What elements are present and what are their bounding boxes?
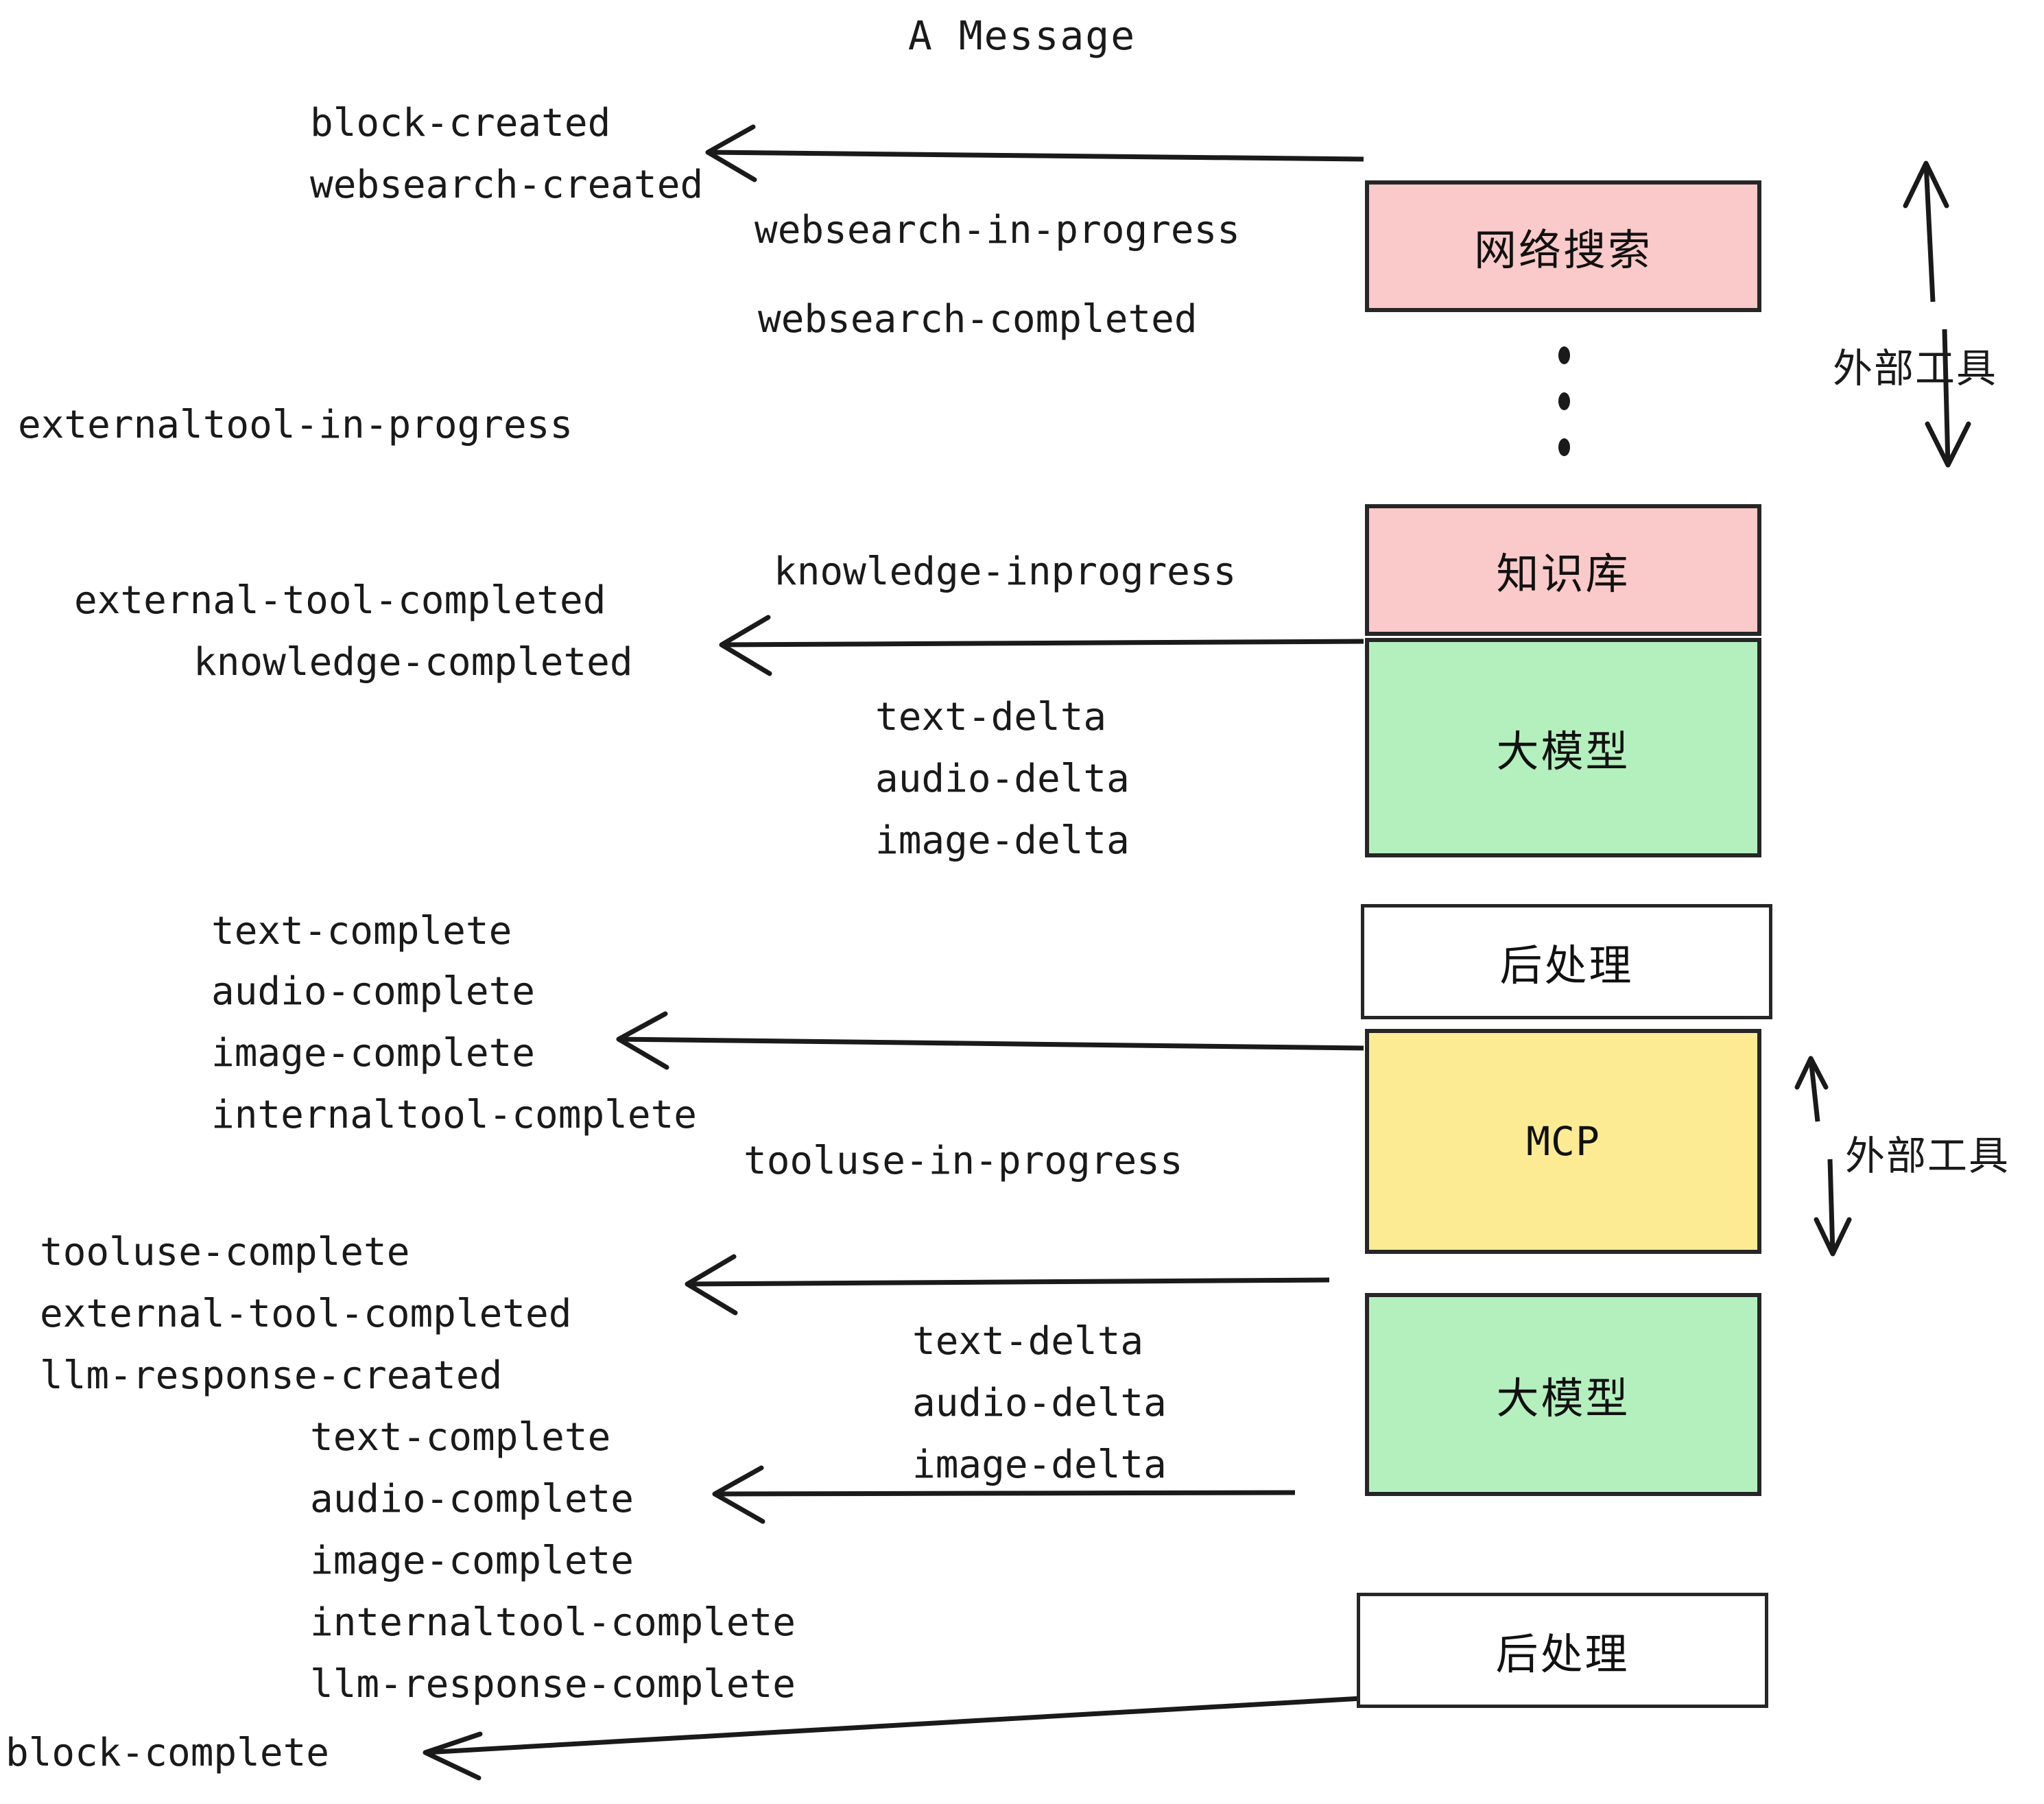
arrow-websearch-to-created: [705, 124, 1364, 182]
event-websearch-in-progress: websearch-in-progress: [754, 208, 1241, 252]
event-websearch-created: websearch-created: [310, 163, 704, 207]
node-knowledge[interactable]: 知识库: [1365, 504, 1761, 636]
page-title: A Message: [907, 12, 1137, 59]
event-llm-response-complete: llm-response-complete: [310, 1662, 796, 1707]
node-llm-2[interactable]: 大模型: [1365, 1293, 1761, 1496]
event-external-tool-completed-1: external-tool-completed: [74, 578, 606, 623]
external-tools-bottom-text: 外部工具: [1845, 1132, 2010, 1179]
node-llm-1-label: 大模型: [1496, 726, 1630, 776]
side-label-external-tools-top: 外部工具: [1833, 336, 1997, 394]
ellipsis-icon: [1556, 346, 1572, 456]
event-audio-delta-1: audio-delta: [875, 757, 1130, 801]
node-llm-2-label: 大模型: [1496, 1373, 1630, 1423]
event-tooluse-complete: tooluse-complete: [40, 1230, 410, 1274]
arrow-mcp-to-tooluse-complete: [685, 1254, 1330, 1316]
arrow-postprocess-to-image-complete: [616, 1011, 1364, 1070]
node-postprocess-1-label: 后处理: [1499, 940, 1634, 990]
node-llm-1[interactable]: 大模型: [1365, 638, 1761, 857]
event-internaltool-complete-2: internaltool-complete: [310, 1600, 796, 1645]
event-text-delta-1: text-delta: [875, 695, 1107, 739]
event-audio-complete-2: audio-complete: [310, 1477, 634, 1521]
node-mcp[interactable]: MCP: [1365, 1029, 1761, 1254]
event-external-tool-completed-2: external-tool-completed: [40, 1292, 572, 1336]
node-mcp-label: MCP: [1526, 1118, 1600, 1165]
event-image-delta-2: image-delta: [912, 1443, 1167, 1487]
node-knowledge-label: 知识库: [1496, 549, 1630, 599]
node-websearch[interactable]: 网络搜索: [1365, 180, 1761, 312]
side-label-external-tools-bottom: 外部工具: [1845, 1124, 2010, 1181]
event-llm-response-created: llm-response-created: [40, 1353, 503, 1398]
arrow-postprocess2-to-block-complete: [423, 1696, 1362, 1781]
external-tools-top-text: 外部工具: [1833, 345, 1998, 392]
external-tools-bottom-up-arrow: [1794, 1056, 1829, 1122]
event-tooluse-in-progress: tooluse-in-progress: [744, 1139, 1183, 1183]
external-tools-top-up-arrow: [1903, 161, 1949, 302]
event-knowledge-inprogress: knowledge-inprogress: [774, 549, 1237, 594]
event-websearch-completed: websearch-completed: [758, 297, 1198, 342]
node-postprocess-2-label: 后处理: [1495, 1629, 1630, 1679]
event-block-complete: block-complete: [5, 1731, 330, 1775]
event-image-complete-2: image-complete: [310, 1539, 634, 1583]
node-postprocess-2[interactable]: 后处理: [1357, 1593, 1768, 1708]
event-text-complete-1: text-complete: [211, 909, 512, 953]
event-knowledge-completed: knowledge-completed: [193, 640, 633, 685]
event-text-complete-2: text-complete: [310, 1415, 611, 1460]
event-image-delta-1: image-delta: [875, 818, 1130, 863]
event-internaltool-complete-1: internaltool-complete: [211, 1093, 698, 1137]
event-text-delta-2: text-delta: [912, 1319, 1144, 1364]
event-image-complete-1: image-complete: [211, 1031, 536, 1076]
event-externaltool-in-progress: externaltool-in-progress: [18, 403, 573, 447]
event-audio-complete-1: audio-complete: [211, 969, 536, 1014]
external-tools-bottom-down-arrow: [1814, 1159, 1852, 1257]
event-audio-delta-2: audio-delta: [912, 1381, 1167, 1425]
event-block-created: block-created: [310, 101, 611, 145]
node-postprocess-1[interactable]: 后处理: [1361, 904, 1772, 1019]
arrow-knowledge-to-completed: [719, 615, 1364, 676]
node-websearch-label: 网络搜索: [1473, 225, 1652, 275]
